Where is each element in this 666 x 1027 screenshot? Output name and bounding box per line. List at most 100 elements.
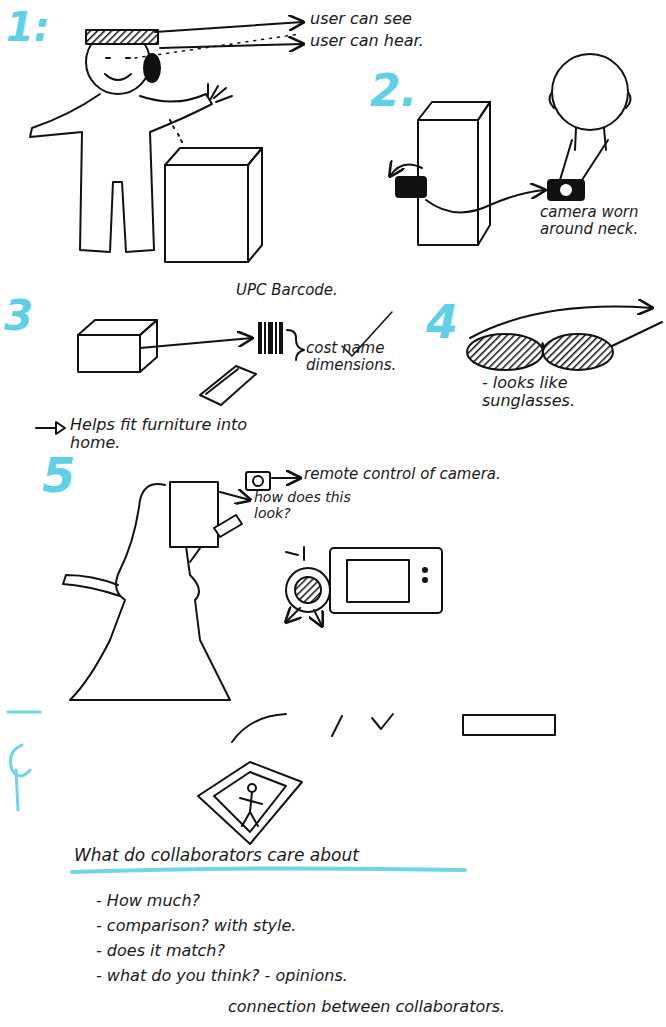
sketch-fragment xyxy=(372,714,393,729)
headset xyxy=(86,30,160,82)
barcode xyxy=(258,322,262,354)
note-text: UPC Barcode. xyxy=(236,282,338,299)
sunglasses xyxy=(543,334,613,370)
camera-icon xyxy=(272,477,300,479)
callout-number: 2. xyxy=(370,66,417,117)
id-card xyxy=(240,792,262,826)
bullet-arrow xyxy=(36,427,56,429)
camera-icon xyxy=(246,472,270,490)
note-text: user can see xyxy=(310,10,412,28)
screen-device xyxy=(423,568,427,572)
camera-icon xyxy=(220,492,250,500)
list-item: - does it match? xyxy=(96,942,225,960)
list-item: - comparison? with style. xyxy=(96,917,296,935)
furniture-box xyxy=(78,320,252,372)
person-back xyxy=(549,92,630,108)
person-figure xyxy=(30,30,232,252)
camera-icon xyxy=(426,190,545,212)
sunglasses xyxy=(612,322,662,346)
screen-device xyxy=(423,578,427,582)
note-text: - looks like sunglasses. xyxy=(482,374,657,411)
sunglasses xyxy=(467,334,543,370)
id-card xyxy=(214,772,286,832)
furniture-box xyxy=(78,335,140,372)
margin-mark xyxy=(10,745,30,776)
sketch-fragment xyxy=(463,715,555,735)
headset xyxy=(86,30,158,44)
furniture-box xyxy=(478,102,490,245)
price-tag xyxy=(200,366,256,405)
furniture-box xyxy=(165,148,262,262)
screen-device xyxy=(347,560,409,602)
person-figure xyxy=(106,57,130,59)
person-figure xyxy=(170,120,182,142)
leader-arrow xyxy=(155,22,303,32)
camera-icon xyxy=(390,164,422,176)
barcode xyxy=(258,322,283,354)
furniture-box xyxy=(418,102,490,245)
person-back xyxy=(548,54,631,200)
leader-arrow xyxy=(135,22,303,58)
sketch-fragment xyxy=(232,714,286,742)
id-card xyxy=(248,784,256,792)
person-back xyxy=(560,140,608,180)
callout-number: 3 xyxy=(4,292,33,340)
screen-device xyxy=(286,608,300,622)
sketch-art xyxy=(8,22,662,872)
screen-device xyxy=(286,547,442,626)
barcode xyxy=(275,322,277,354)
id-card xyxy=(198,762,302,844)
person-figure xyxy=(105,74,131,80)
barcode xyxy=(279,322,283,354)
note-text: remote control of camera. xyxy=(304,466,501,483)
price-tag xyxy=(200,366,256,405)
callout-number: 4 xyxy=(426,296,458,349)
screen-device xyxy=(286,547,304,560)
callout-number: 5 xyxy=(42,448,75,503)
note-text: how does this look? xyxy=(254,489,354,521)
camera-icon xyxy=(390,164,545,212)
furniture-box xyxy=(165,165,248,262)
heading-text: What do collaborators care about xyxy=(74,846,359,866)
price-tag xyxy=(206,369,238,394)
margin-mark xyxy=(8,711,40,714)
screen-device xyxy=(314,610,322,626)
headset xyxy=(144,54,160,82)
screen-device xyxy=(295,577,321,603)
note-text: camera worn around neck. xyxy=(540,204,665,239)
furniture-box xyxy=(165,148,262,165)
barcode xyxy=(264,322,266,354)
sketch-fragment xyxy=(232,714,555,742)
screen-device xyxy=(330,548,442,613)
heading-underline xyxy=(72,868,465,872)
person-back xyxy=(552,54,628,130)
callout-number: 1: xyxy=(6,4,50,50)
barcode xyxy=(268,322,273,354)
note-text: cost name dimensions. xyxy=(306,340,421,375)
note-text: user can hear. xyxy=(310,32,424,50)
margin-mark xyxy=(8,712,40,810)
furniture-box xyxy=(78,320,157,335)
leader-arrow xyxy=(135,34,300,58)
bullet-arrow xyxy=(56,422,65,434)
person-back xyxy=(561,185,571,195)
furniture-box xyxy=(140,338,252,348)
note-text: connection between collaborators. xyxy=(228,998,505,1016)
person-back xyxy=(548,180,584,200)
sunglasses xyxy=(542,343,544,348)
screen-device xyxy=(286,568,330,612)
camera-icon xyxy=(396,177,426,197)
furniture-box xyxy=(248,148,262,262)
id-card xyxy=(198,762,302,844)
person-figure xyxy=(30,94,212,252)
person-figure xyxy=(208,84,232,102)
list-item: - How much? xyxy=(96,892,200,910)
person-back xyxy=(575,128,606,150)
woman-figure xyxy=(214,515,242,537)
camera-icon xyxy=(253,476,263,486)
margin-mark xyxy=(16,770,18,810)
woman-figure xyxy=(63,482,242,700)
bullet-arrow xyxy=(36,422,65,434)
